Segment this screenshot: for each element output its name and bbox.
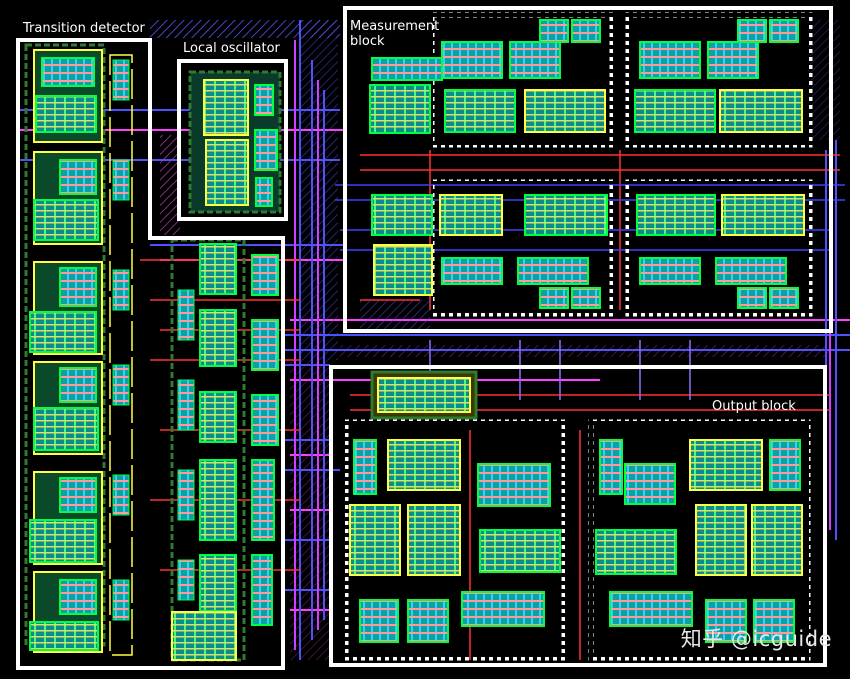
local-oscillator-outline [177, 59, 288, 221]
local-oscillator-label: Local oscillator [183, 41, 280, 56]
output-block-cells [343, 370, 811, 661]
watermark-text: 知乎 @icguide [680, 627, 832, 651]
measurement-block-cells [369, 12, 813, 317]
transition-detector-outline [16, 38, 285, 670]
transition-detector-cells [24, 43, 133, 656]
local-oscillator-cells [188, 70, 282, 214]
measurement-block-label: Measurement block [350, 19, 440, 49]
oscillator-column-cells [170, 238, 279, 662]
output-block-outline [329, 365, 827, 667]
block-outlines [16, 6, 833, 670]
measurement-block-outline [343, 6, 833, 333]
power-rails [150, 20, 840, 660]
output-block-label: Output block [712, 399, 796, 414]
transition-detector-label: Transition detector [23, 21, 145, 36]
